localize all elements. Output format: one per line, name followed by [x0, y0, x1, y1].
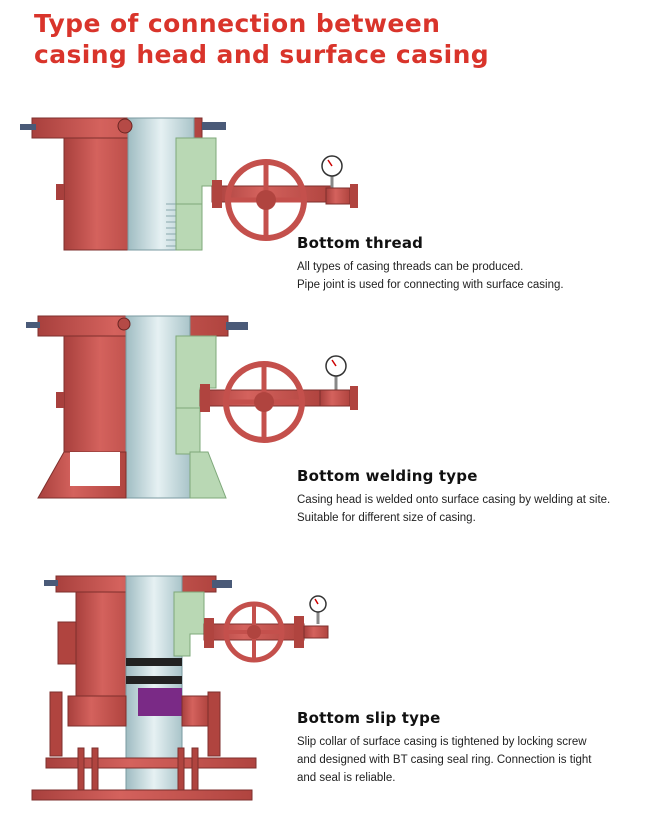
- title-line-2: casing head and surface casing: [34, 40, 490, 69]
- section-heading: Bottom thread: [297, 234, 424, 252]
- section-line: All types of casing threads can be produ…: [297, 261, 524, 273]
- bottom-thread-diagram: [16, 104, 366, 254]
- bottom-welding-diagram: [20, 312, 370, 512]
- section-line: Pipe joint is used for connecting with s…: [297, 279, 564, 291]
- section-line: and designed with BT casing seal ring. C…: [297, 754, 592, 766]
- page-title: Type of connection between casing head a…: [34, 8, 489, 70]
- bottom-slip-text: Bottom slip type Slip collar of surface …: [297, 709, 592, 787]
- section-line: Casing head is welded onto surface casin…: [297, 494, 611, 506]
- section-line: Slip collar of surface casing is tighten…: [297, 736, 587, 748]
- section-heading: Bottom welding type: [297, 467, 478, 485]
- section-heading: Bottom slip type: [297, 709, 441, 727]
- bottom-welding-text: Bottom welding type Casing head is welde…: [297, 467, 610, 527]
- title-line-1: Type of connection between: [34, 9, 441, 38]
- bottom-thread-text: Bottom thread All types of casing thread…: [297, 234, 564, 294]
- bottom-slip-diagram: [28, 572, 358, 804]
- section-line: Suitable for different size of casing.: [297, 512, 476, 524]
- section-line: and seal is reliable.: [297, 772, 396, 784]
